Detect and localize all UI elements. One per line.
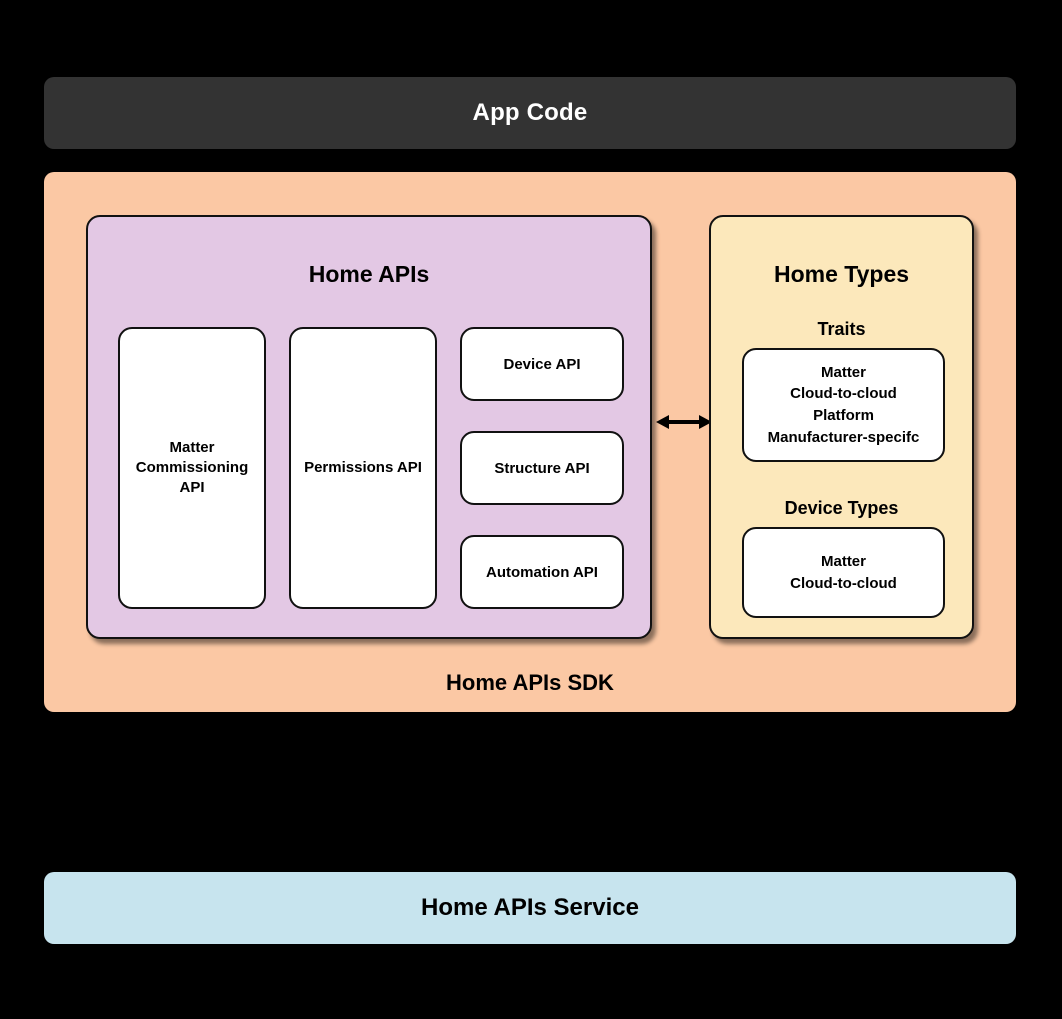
home-types-title: Home Types bbox=[773, 261, 910, 287]
home-types-panel: Home Types Traits Matter Cloud-to-cloud … bbox=[709, 215, 974, 639]
device-types-label: Device Types bbox=[784, 498, 899, 518]
double-headed-arrow-icon bbox=[656, 410, 712, 434]
home-apis-box-row: Matter Commissioning API Permissions API… bbox=[118, 327, 624, 609]
home-apis-panel: Home APIs Matter Commissioning API Permi… bbox=[86, 215, 652, 639]
traits-box: Matter Cloud-to-cloud Platform Manufactu… bbox=[742, 348, 945, 462]
device-api-box: Device API bbox=[460, 327, 624, 401]
home-apis-title: Home APIs bbox=[308, 261, 430, 287]
structure-api-box: Structure API bbox=[460, 431, 624, 505]
matter-commissioning-api-box: Matter Commissioning API bbox=[118, 327, 266, 609]
home-apis-service-label: Home APIs Service bbox=[421, 894, 639, 921]
home-apis-service-block: Home APIs Service bbox=[44, 872, 1016, 944]
permissions-api-box: Permissions API bbox=[289, 327, 437, 609]
traits-label: Traits bbox=[817, 319, 866, 339]
api-stack-column: Device API Structure API Automation API bbox=[460, 327, 624, 609]
device-types-box: Matter Cloud-to-cloud bbox=[742, 527, 945, 618]
automation-api-box: Automation API bbox=[460, 535, 624, 609]
home-apis-sdk-label: Home APIs SDK bbox=[446, 670, 614, 695]
home-apis-sdk-container: Home APIs Matter Commissioning API Permi… bbox=[44, 172, 1016, 712]
app-code-block: App Code bbox=[44, 77, 1016, 149]
app-code-label: App Code bbox=[472, 99, 588, 126]
